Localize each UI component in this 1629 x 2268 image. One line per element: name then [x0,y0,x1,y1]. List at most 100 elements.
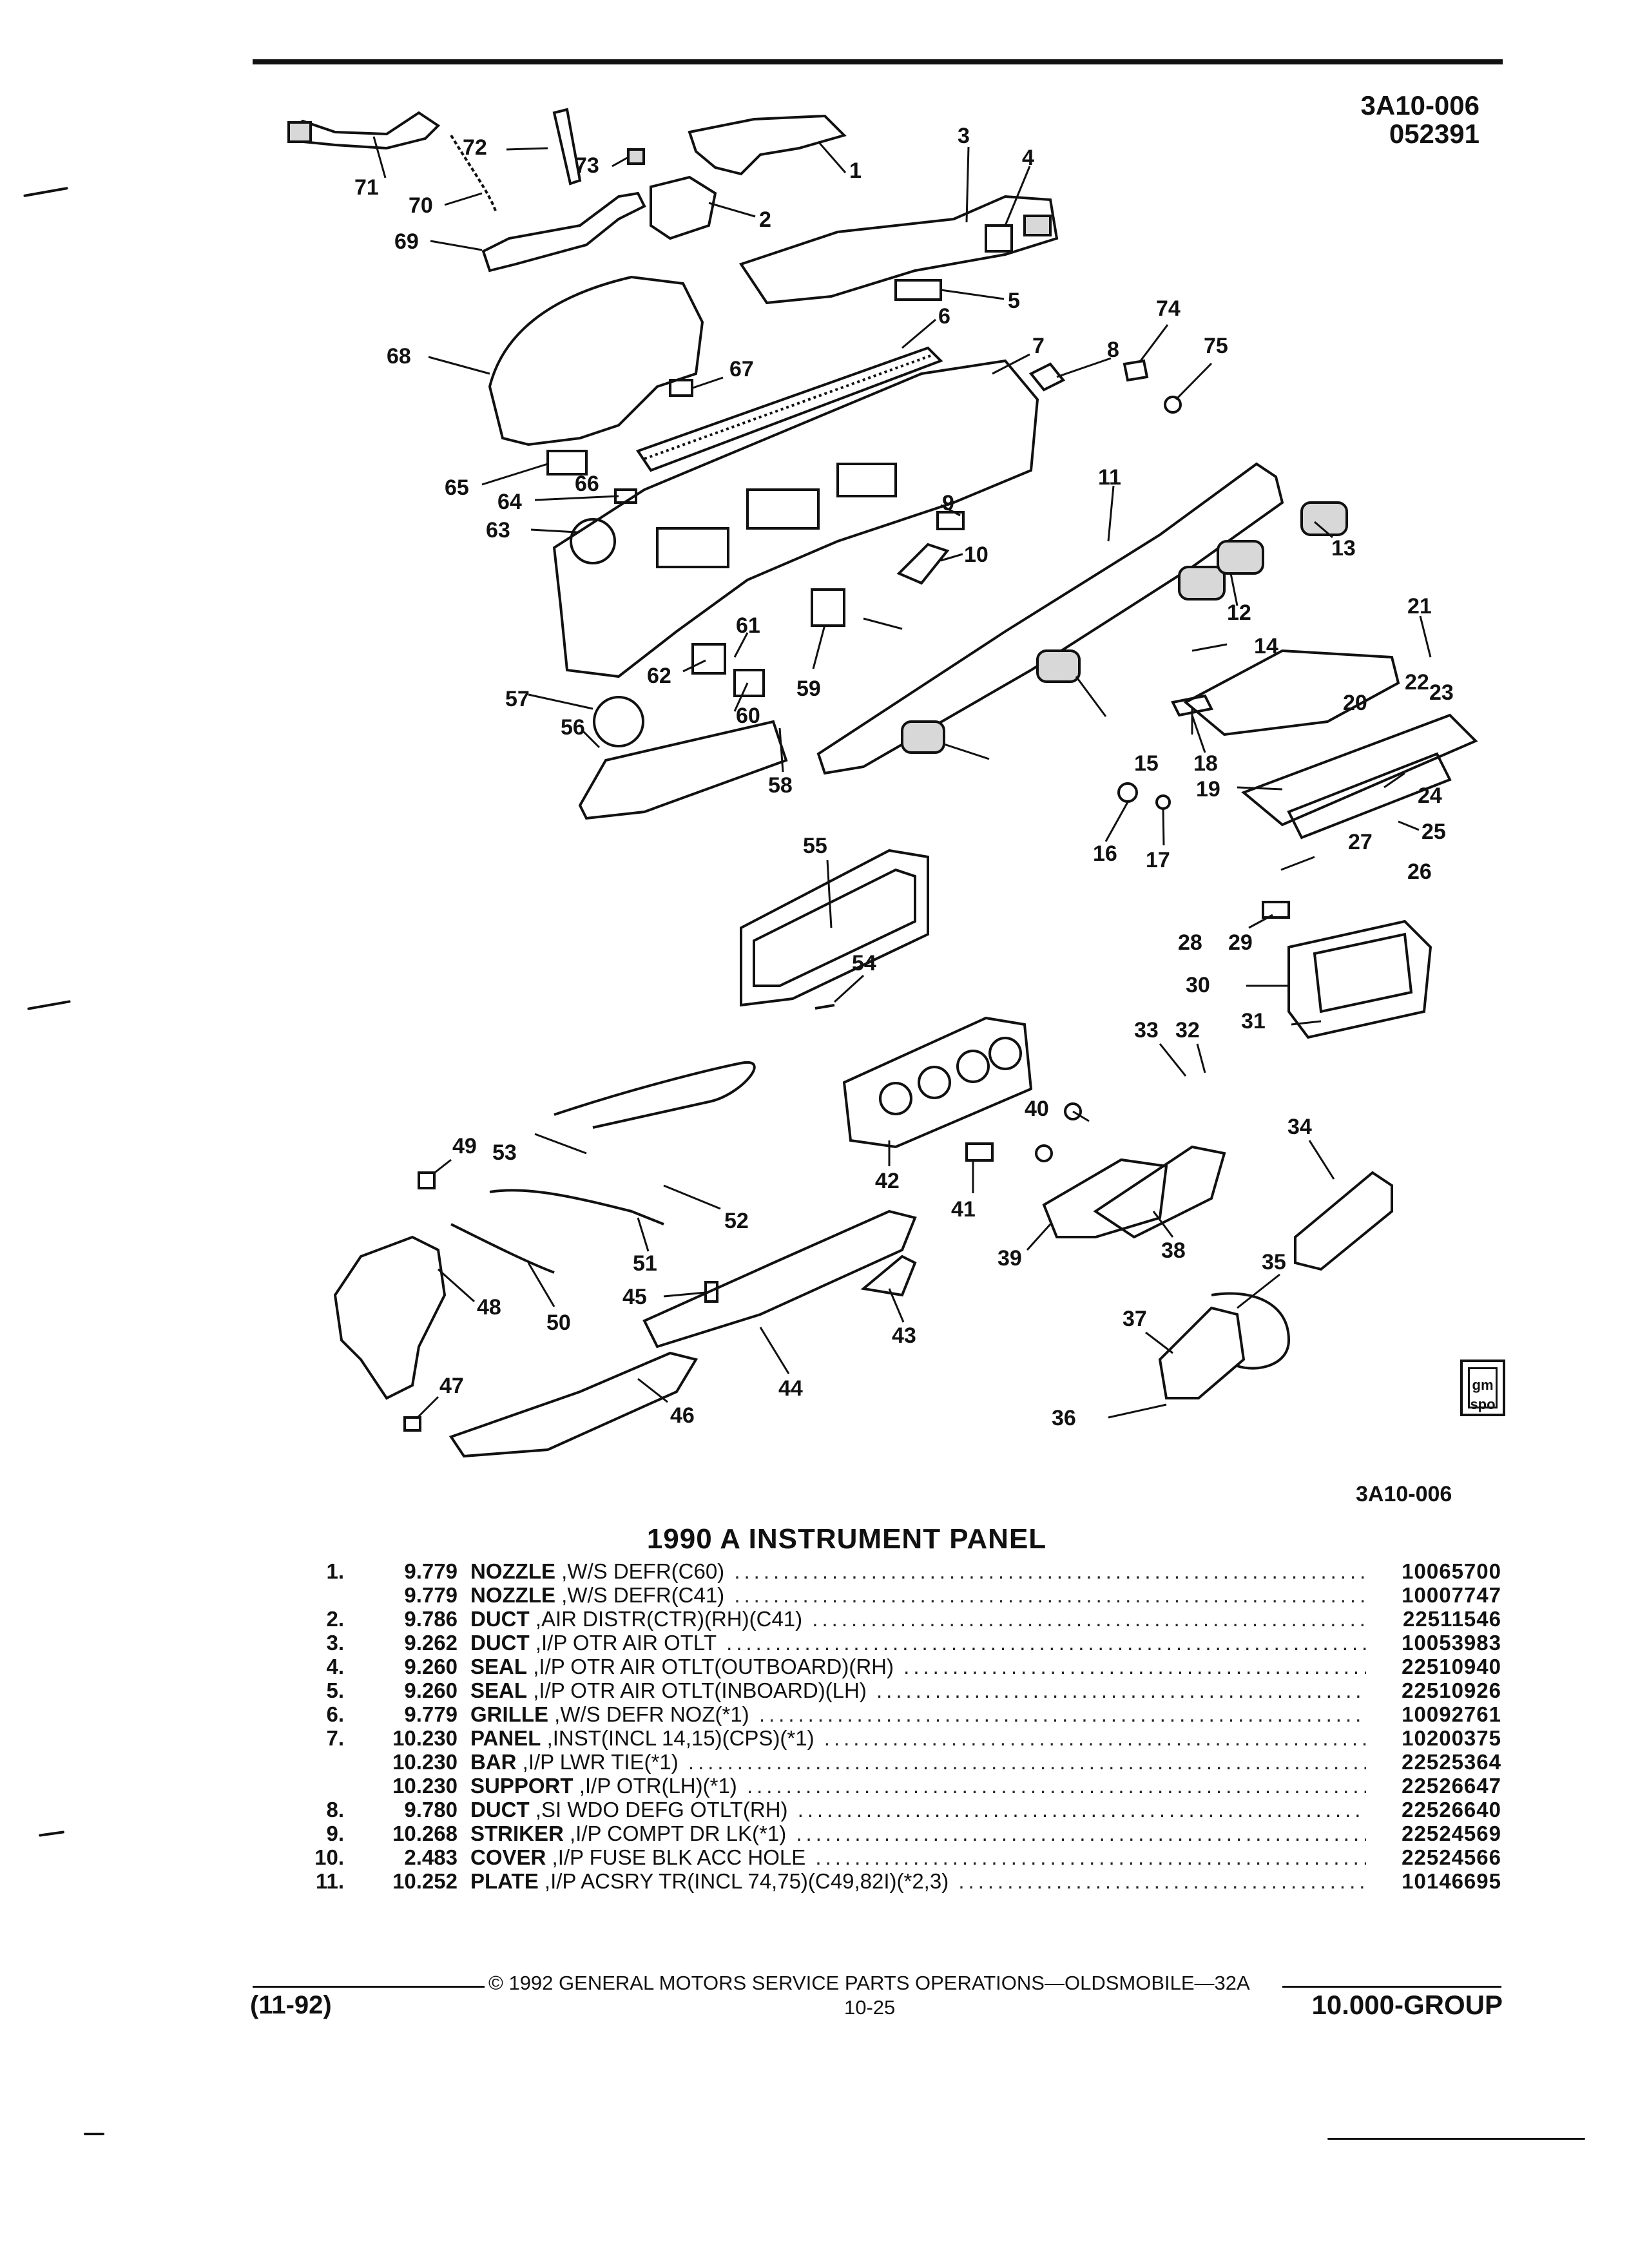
callout-18: 18 [1193,751,1218,776]
part-detail: ,I/P LWR TIE(*1) [522,1750,679,1774]
gm-spo-logo-text: gm spo [1468,1367,1498,1412]
callout-28: 28 [1178,930,1202,955]
callout-47: 47 [439,1374,464,1398]
part-detail: ,I/P OTR(LH)(*1) [579,1774,737,1798]
part-detail: ,I/P FUSE BLK ACC HOLE [552,1845,806,1869]
callout-labels: 1 2 3 4 5 6 7 8 9 10 11 12 13 14 15 16 1… [354,124,1454,1430]
part-name: PANEL [470,1726,541,1750]
callout-20: 20 [1343,691,1367,715]
exploded-parts-diagram: 1 2 3 4 5 6 7 8 9 10 11 12 13 14 15 16 1… [287,108,1478,1458]
callout-5: 5 [1008,289,1020,313]
part-number: 10146695 [1402,1869,1501,1893]
group-number: 10.252 [392,1869,458,1893]
part-name: NOZZLE [470,1559,555,1583]
callout-30: 30 [1186,973,1210,997]
part-number: 22526647 [1402,1774,1501,1798]
illustration-code-header: 3A10-006 [1360,90,1480,120]
callout-24: 24 [1418,783,1442,808]
group-number: 2.483 [404,1845,458,1869]
callout-29: 29 [1228,930,1253,955]
callout-68: 68 [387,344,411,369]
part-detail: ,AIR DISTR(CTR)(RH)(C41) [535,1607,803,1631]
gm-spo-logo: gm spo [1460,1360,1505,1416]
callout-39: 39 [998,1246,1022,1271]
callout-9: 9 [942,491,954,515]
part-name: BAR [470,1750,517,1774]
callout-57: 57 [505,687,530,711]
callout-40: 40 [1025,1097,1049,1121]
callout-1: 1 [849,159,862,183]
group-number: 9.779 [404,1702,458,1726]
part-name: DUCT [470,1607,530,1631]
group-number: 10.230 [392,1774,458,1798]
parts-row: 7. 10.230 PANEL ,INST(INCL 14,15)(CPS)(*1)… [303,1726,1501,1750]
callout-50: 50 [546,1311,571,1335]
callout-22: 22 [1405,670,1429,695]
callout-66: 66 [575,472,599,496]
part-detail: ,INST(INCL 14,15)(CPS)(*1) [546,1726,815,1750]
part-name: DUCT [470,1631,530,1655]
part-description: STRIKER ,I/P COMPT DR LK(*1) ...........… [470,1821,1366,1845]
callout-33: 33 [1134,1018,1159,1043]
part-detail: ,W/S DEFR(C60) [561,1559,725,1583]
part-detail: ,W/S DEFR(C41) [561,1583,725,1607]
callout-60: 60 [736,704,760,728]
part-detail: ,I/P COMPT DR LK(*1) [570,1821,787,1845]
callout-19: 19 [1196,777,1220,802]
footer-rule-left [253,1986,485,1988]
callout-31: 31 [1241,1009,1266,1033]
item-number: 4. [326,1655,344,1678]
item-number: 1. [326,1559,344,1583]
part-name: GRILLE [470,1702,548,1726]
callout-4: 4 [1022,146,1034,170]
scan-margin-mark [1327,2138,1585,2140]
item-number: 8. [326,1798,344,1821]
item-number: 9. [326,1821,344,1845]
callout-65: 65 [445,476,469,500]
part-name: PLATE [470,1869,539,1893]
callout-37: 37 [1123,1307,1147,1331]
part-description: PANEL ,INST(INCL 14,15)(CPS)(*1) .......… [470,1726,1366,1750]
part-name: SEAL [470,1678,528,1702]
callout-70: 70 [409,193,433,218]
item-number: 2. [326,1607,344,1631]
callout-11: 11 [1098,465,1121,490]
callout-45: 45 [622,1285,647,1309]
group-number: 10.230 [392,1750,458,1774]
part-detail: ,I/P OTR AIR OTLT [535,1631,717,1655]
part-description: DUCT ,AIR DISTR(CTR)(RH)(C41) ..........… [470,1607,1366,1631]
part-number: 10053983 [1402,1631,1501,1655]
callout-48: 48 [477,1295,501,1320]
part-number: 22524569 [1402,1821,1501,1845]
callout-15: 15 [1134,751,1159,776]
part-name: DUCT [470,1798,530,1821]
item-number: 7. [326,1726,344,1750]
callout-42: 42 [875,1169,900,1193]
callout-49: 49 [452,1134,477,1158]
callout-32: 32 [1175,1018,1200,1043]
group-number: 9.779 [404,1559,458,1583]
callout-73: 73 [575,153,599,178]
part-number: 10092761 [1402,1702,1501,1726]
callout-6: 6 [938,304,950,329]
group-number: 9.786 [404,1607,458,1631]
callout-3: 3 [958,124,970,148]
part-number: 22510926 [1402,1678,1501,1702]
part-detail: ,I/P OTR AIR OTLT(OUTBOARD)(RH) [533,1655,894,1678]
part-description: COVER ,I/P FUSE BLK ACC HOLE ...........… [470,1845,1366,1869]
part-description: NOZZLE ,W/S DEFR(C41) ..................… [470,1583,1366,1607]
callout-41: 41 [951,1197,976,1222]
group-number: 10.230 [392,1726,458,1750]
callout-75: 75 [1204,334,1228,358]
callout-7: 7 [1032,334,1045,358]
callout-67: 67 [729,357,754,381]
callout-25: 25 [1422,820,1446,844]
part-description: SEAL ,I/P OTR AIR OTLT(OUTBOARD)(RH) ...… [470,1655,1366,1678]
part-number: 22526640 [1402,1798,1501,1821]
